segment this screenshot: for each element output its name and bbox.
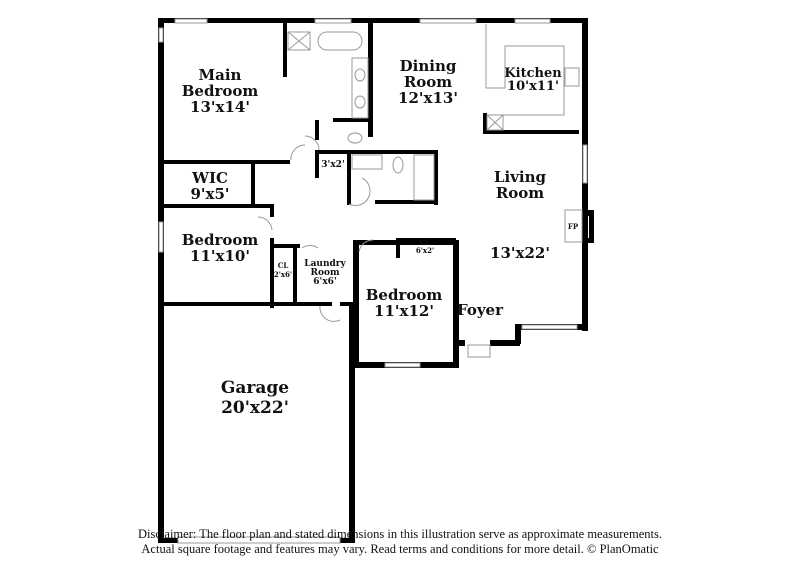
wic-size: 9'x5' bbox=[190, 185, 229, 203]
closet-1-label: CL bbox=[278, 261, 289, 270]
bedroom-2-label: Bedroom bbox=[366, 286, 443, 304]
closet-1-size: 2'x6' bbox=[274, 270, 292, 279]
laundry-label-2: Room bbox=[310, 268, 339, 278]
laundry-label: Laundry bbox=[304, 259, 346, 269]
fireplace-label: FP bbox=[568, 222, 579, 231]
dining-room-label: Dining bbox=[400, 57, 457, 75]
main-bedroom-size: 13'x14' bbox=[190, 98, 250, 116]
room-labels: Main Bedroom 13'x14' Dining Room 12'x13'… bbox=[182, 57, 579, 418]
bedroom-1-label: Bedroom bbox=[182, 231, 259, 249]
living-room-label: Living bbox=[494, 168, 547, 186]
disclaimer-line-2: Actual square footage and features may v… bbox=[141, 542, 659, 556]
bedroom-1-size: 11'x10' bbox=[190, 247, 250, 265]
disclaimer-line-1: Disclaimer: The floor plan and stated di… bbox=[138, 527, 662, 541]
kitchen-size: 10'x11' bbox=[507, 79, 559, 94]
main-bedroom-label-2: Bedroom bbox=[182, 82, 259, 100]
living-room-label-2: Room bbox=[496, 184, 544, 202]
closet-2-size: 6'x2' bbox=[416, 246, 434, 255]
kitchen-label: Kitchen bbox=[504, 66, 562, 81]
wic-label: WIC bbox=[191, 169, 228, 187]
fixtures bbox=[257, 24, 583, 358]
dining-room-label-2: Room bbox=[404, 73, 452, 91]
laundry-size: 6'x6' bbox=[313, 277, 336, 287]
garage-size: 20'x22' bbox=[221, 398, 289, 418]
closet-2-label: CL bbox=[420, 238, 431, 247]
main-bedroom-label: Main bbox=[199, 66, 242, 84]
closet-small-size: 3'x2' bbox=[321, 160, 344, 170]
dining-room-size: 12'x13' bbox=[398, 89, 458, 107]
windows bbox=[158, 18, 588, 544]
bedroom-2-size: 11'x12' bbox=[374, 302, 434, 320]
garage-label: Garage bbox=[221, 378, 289, 398]
foyer-label: Foyer bbox=[457, 301, 504, 319]
living-room-size: 13'x22' bbox=[490, 244, 550, 262]
